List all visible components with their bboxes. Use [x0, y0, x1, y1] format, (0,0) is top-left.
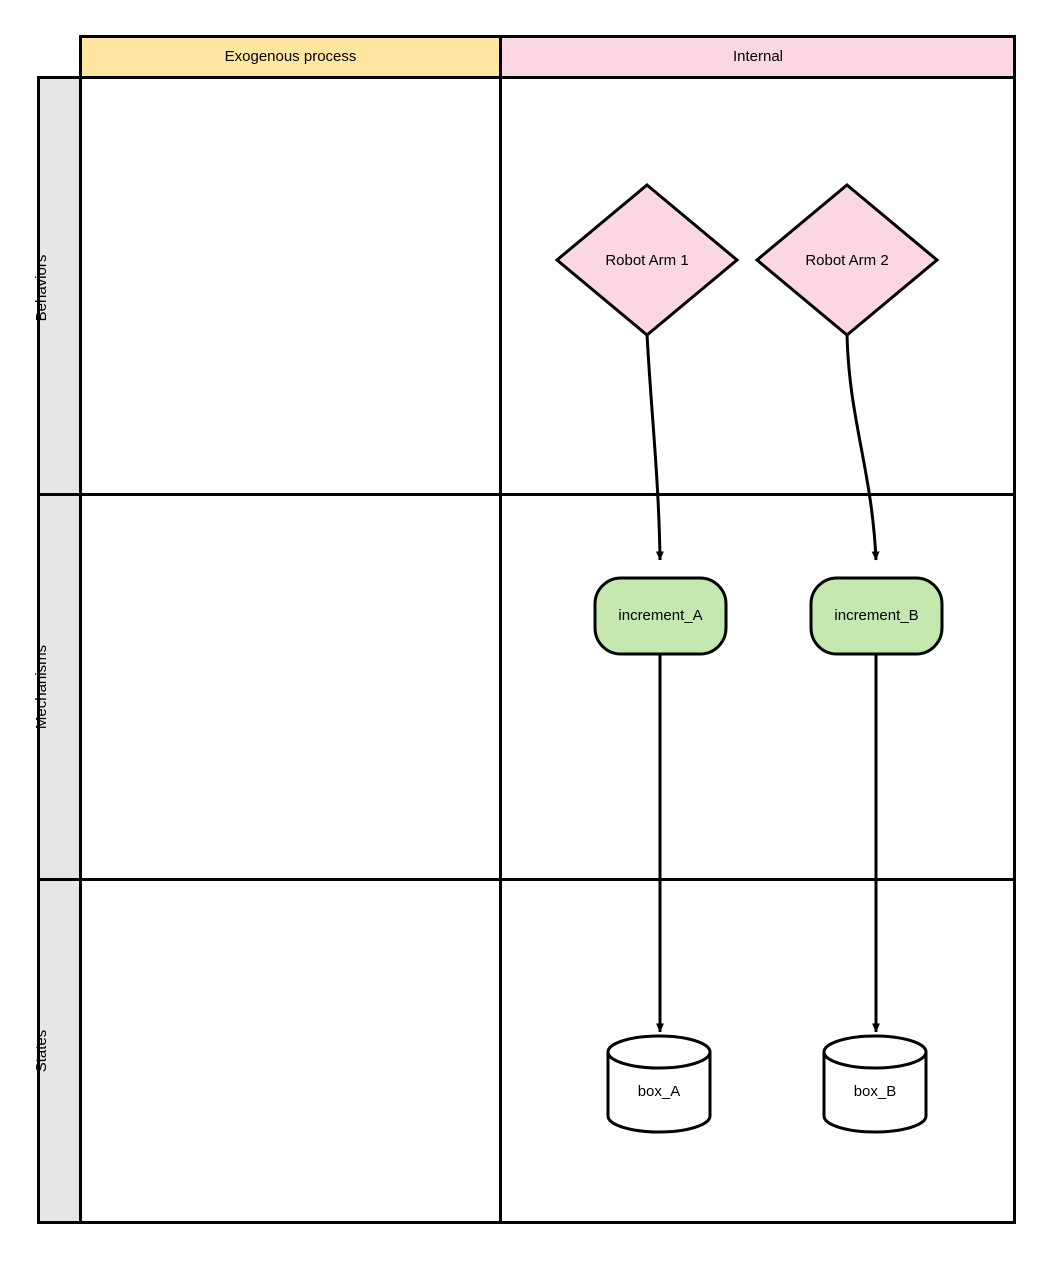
node-robot-arm-1[interactable]	[554, 183, 740, 337]
node-box-a[interactable]	[606, 1034, 712, 1134]
lane-cell-states-exogenous	[79, 878, 502, 1224]
lane-cell-states-internal	[499, 878, 1016, 1224]
row-header-behaviors	[37, 76, 82, 496]
lane-cell-behaviors-internal	[499, 76, 1016, 496]
node-robot-arm-2[interactable]	[754, 183, 940, 337]
node-increment-b[interactable]	[809, 576, 944, 656]
edge-robot-arm-1-to-increment-a	[645, 333, 664, 561]
nodes-layer	[554, 183, 944, 1134]
row-header-states	[37, 878, 82, 1224]
column-header-internal	[499, 35, 1016, 79]
lane-cell-behaviors-exogenous	[79, 76, 502, 496]
edges-layer	[645, 333, 880, 1033]
node-increment-a[interactable]	[593, 576, 728, 656]
column-header-exogenous-process	[79, 35, 502, 79]
node-box-b[interactable]	[822, 1034, 928, 1134]
row-header-mechanisms	[37, 493, 82, 881]
edge-robot-arm-2-to-increment-b	[845, 333, 880, 561]
lane-cell-mechanisms-internal	[499, 493, 1016, 881]
swimlane-grid	[37, 35, 1016, 1224]
lane-cell-mechanisms-exogenous	[79, 493, 502, 881]
